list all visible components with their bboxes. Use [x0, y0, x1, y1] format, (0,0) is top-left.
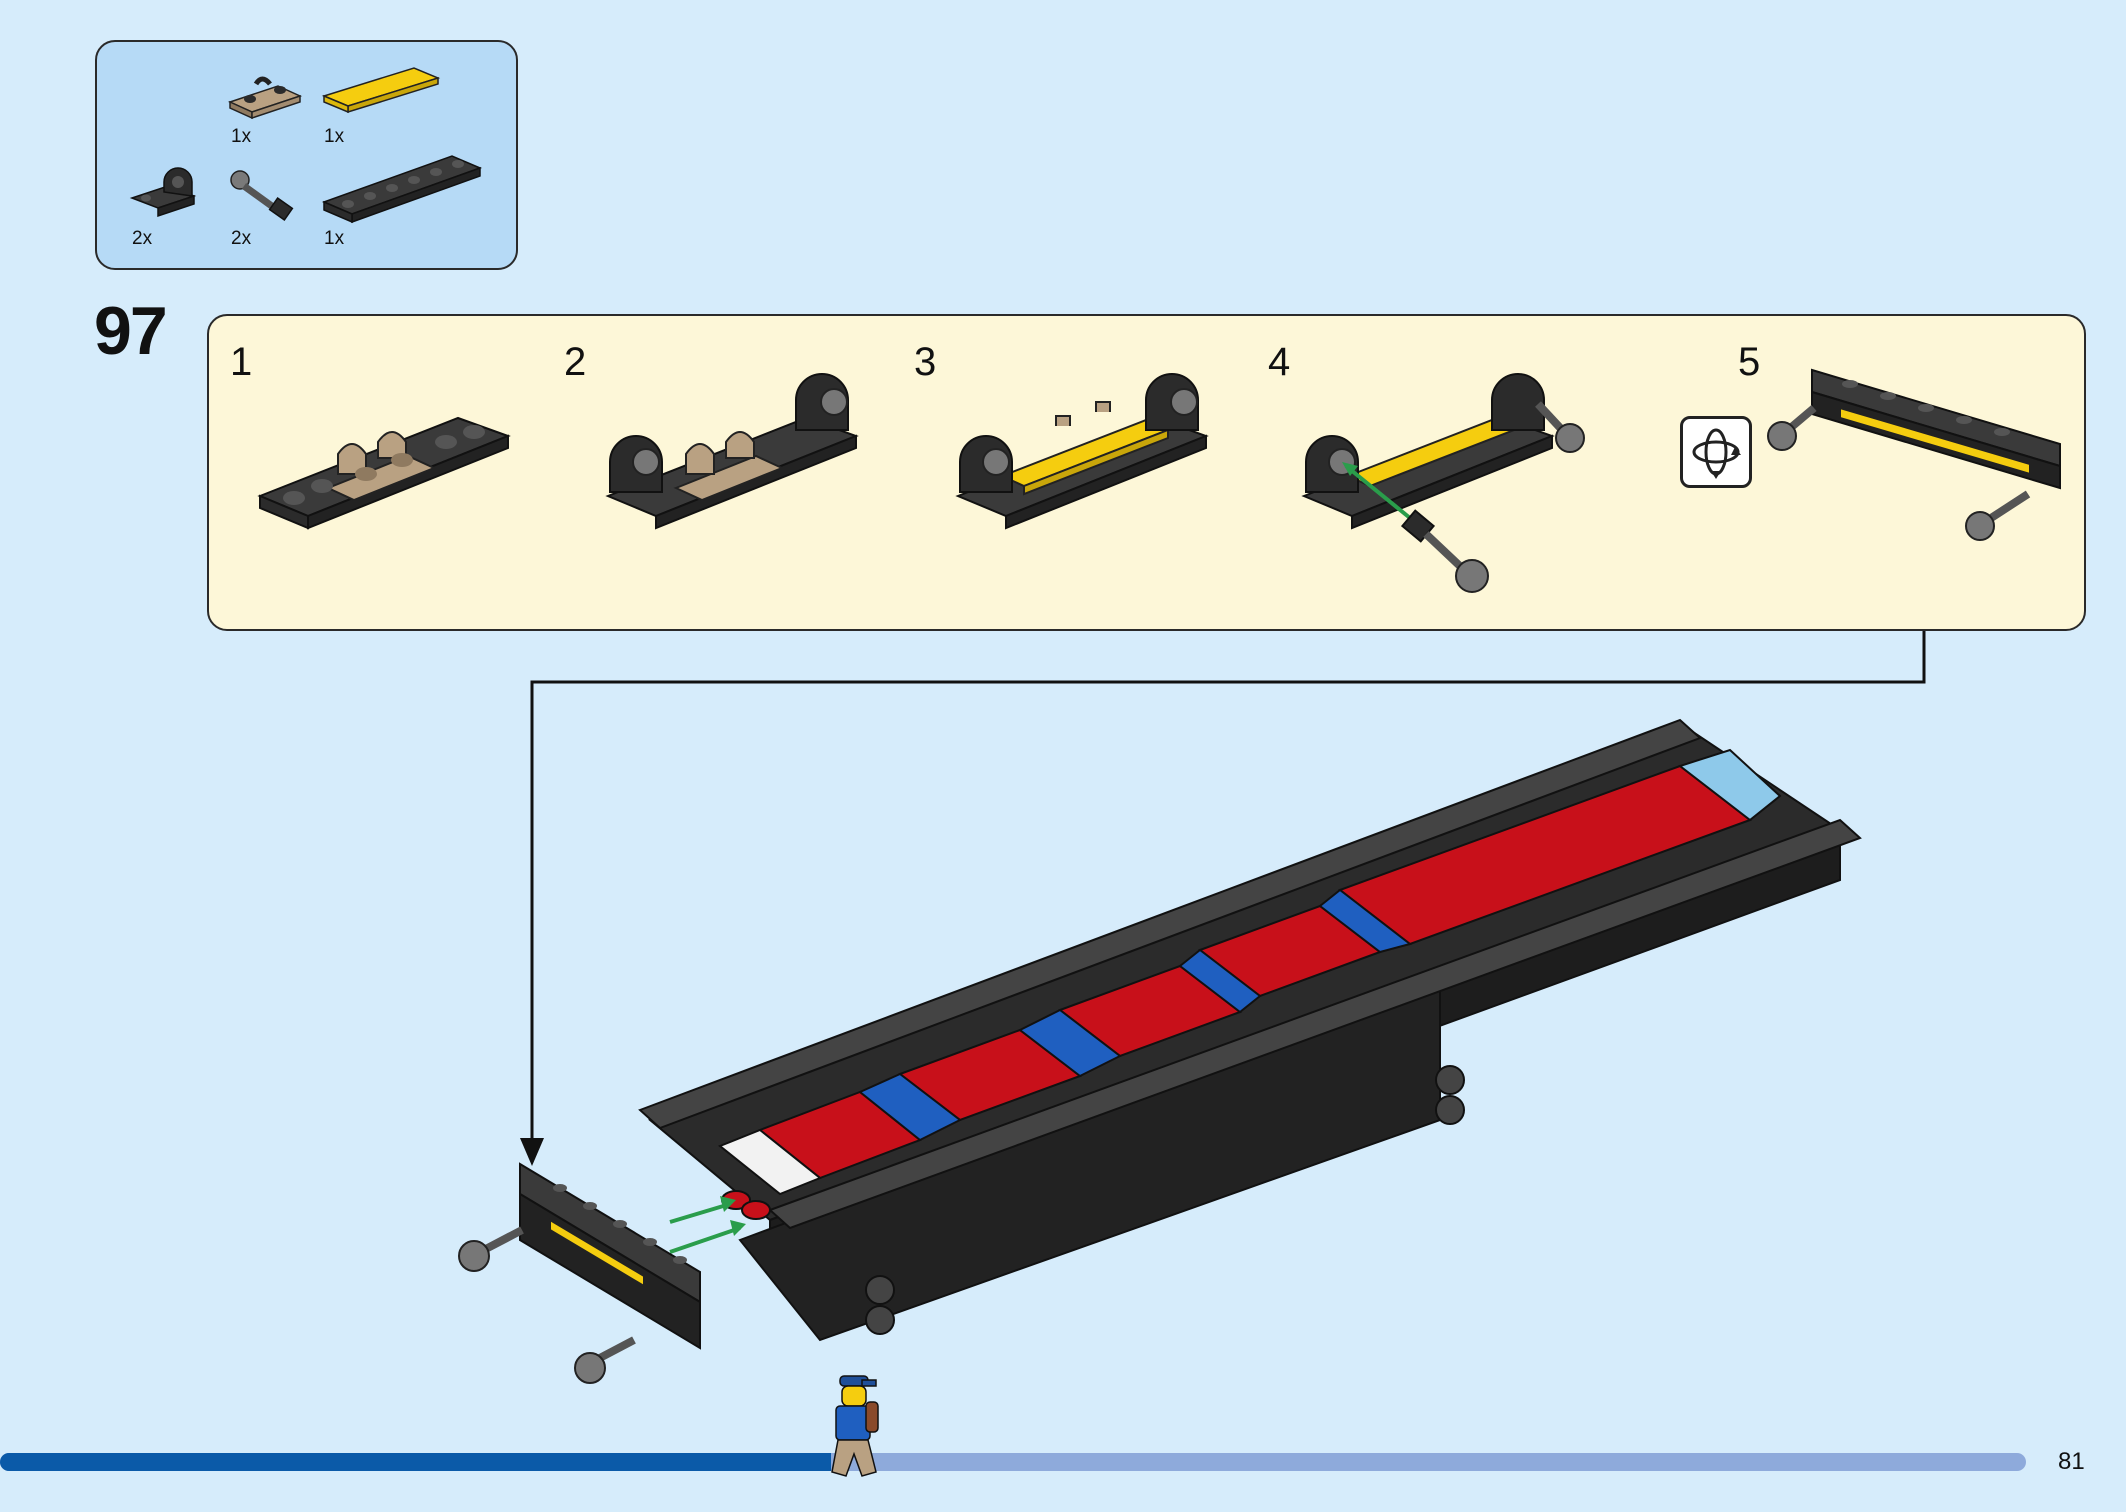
parts-list-panel [95, 40, 518, 270]
part-black-bracket-image [129, 167, 197, 218]
part-qty: 1x [324, 126, 345, 147]
part-gray-pin-image [230, 170, 294, 221]
page-number: 81 [2058, 1448, 2085, 1475]
part-qty: 1x [324, 228, 345, 249]
substep-5-image [1767, 368, 2061, 541]
rotate-model-icon [1680, 416, 1752, 488]
progress-bar-fill [0, 1453, 831, 1471]
substep-3-image [955, 373, 1209, 530]
part-qty: 1x [231, 126, 252, 147]
substep-4-image [1301, 373, 1585, 593]
substep-label-1: 1 [230, 340, 253, 384]
bumper-assembly-image [458, 1162, 701, 1384]
progress-bar [0, 1453, 2026, 1471]
substep-label-4: 4 [1268, 340, 1291, 384]
main-model-image [638, 718, 1862, 1342]
part-qty: 2x [132, 228, 153, 249]
part-tan-clip-plate-image [227, 76, 303, 120]
step-number: 97 [94, 293, 168, 369]
part-black-plate-image [321, 155, 483, 224]
substep-1-image [257, 416, 511, 530]
part-yellow-tile-image [321, 67, 441, 114]
minifigure-progress-marker [831, 1375, 879, 1477]
substeps-panel [207, 314, 2086, 631]
substep-2-image [605, 373, 859, 530]
substep-label-5: 5 [1738, 340, 1761, 384]
substep-label-3: 3 [914, 340, 937, 384]
part-qty: 2x [231, 228, 252, 249]
substep-label-2: 2 [564, 340, 587, 384]
